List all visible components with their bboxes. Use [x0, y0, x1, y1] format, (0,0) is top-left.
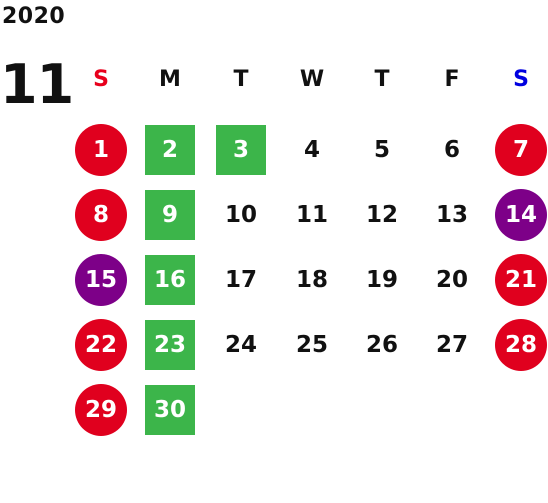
month-number: 11: [0, 53, 74, 116]
day-17[interactable]: 17: [224, 267, 257, 293]
weekday-wednesday: W: [299, 67, 325, 92]
day-28[interactable]: 28: [495, 319, 547, 371]
day-16[interactable]: 16: [145, 255, 195, 305]
weekday-monday: M: [159, 67, 181, 92]
day-9[interactable]: 9: [145, 190, 195, 240]
weekday-tuesday: T: [233, 67, 249, 92]
day-29[interactable]: 29: [75, 384, 127, 436]
day-30[interactable]: 30: [145, 385, 195, 435]
day-6[interactable]: 6: [443, 137, 460, 163]
day-20[interactable]: 20: [435, 267, 468, 293]
day-21[interactable]: 21: [495, 254, 547, 306]
day-22[interactable]: 22: [75, 319, 127, 371]
day-5[interactable]: 5: [373, 137, 390, 163]
weekday-sunday: S: [93, 67, 109, 92]
day-24[interactable]: 24: [224, 332, 257, 358]
day-13[interactable]: 13: [435, 202, 468, 228]
day-10[interactable]: 10: [224, 202, 257, 228]
day-25[interactable]: 25: [295, 332, 328, 358]
day-1[interactable]: 1: [75, 124, 127, 176]
weekday-friday: F: [444, 67, 460, 92]
day-3[interactable]: 3: [216, 125, 266, 175]
day-11[interactable]: 11: [295, 202, 328, 228]
day-19[interactable]: 19: [365, 267, 398, 293]
day-8[interactable]: 8: [75, 189, 127, 241]
day-15[interactable]: 15: [75, 254, 127, 306]
day-7[interactable]: 7: [495, 124, 547, 176]
weekday-saturday: S: [513, 67, 529, 92]
day-2[interactable]: 2: [145, 125, 195, 175]
day-27[interactable]: 27: [435, 332, 468, 358]
day-18[interactable]: 18: [295, 267, 328, 293]
day-4[interactable]: 4: [303, 137, 320, 163]
day-12[interactable]: 12: [365, 202, 398, 228]
day-23[interactable]: 23: [145, 320, 195, 370]
day-26[interactable]: 26: [365, 332, 398, 358]
weekday-thursday: T: [374, 67, 390, 92]
year-label: 2020: [2, 4, 66, 29]
day-14[interactable]: 14: [495, 189, 547, 241]
